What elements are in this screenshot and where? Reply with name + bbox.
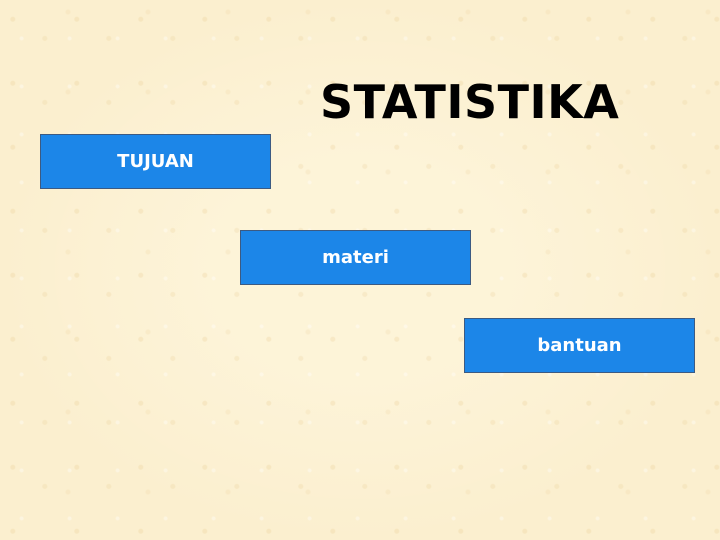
tujuan-button[interactable]: TUJUAN — [40, 134, 271, 189]
bantuan-button[interactable]: bantuan — [464, 318, 695, 373]
tujuan-button-label: TUJUAN — [117, 151, 194, 172]
slide-title: STATISTIKA — [320, 75, 620, 129]
bantuan-button-label: bantuan — [537, 335, 622, 356]
materi-button-label: materi — [322, 247, 389, 268]
materi-button[interactable]: materi — [240, 230, 471, 285]
